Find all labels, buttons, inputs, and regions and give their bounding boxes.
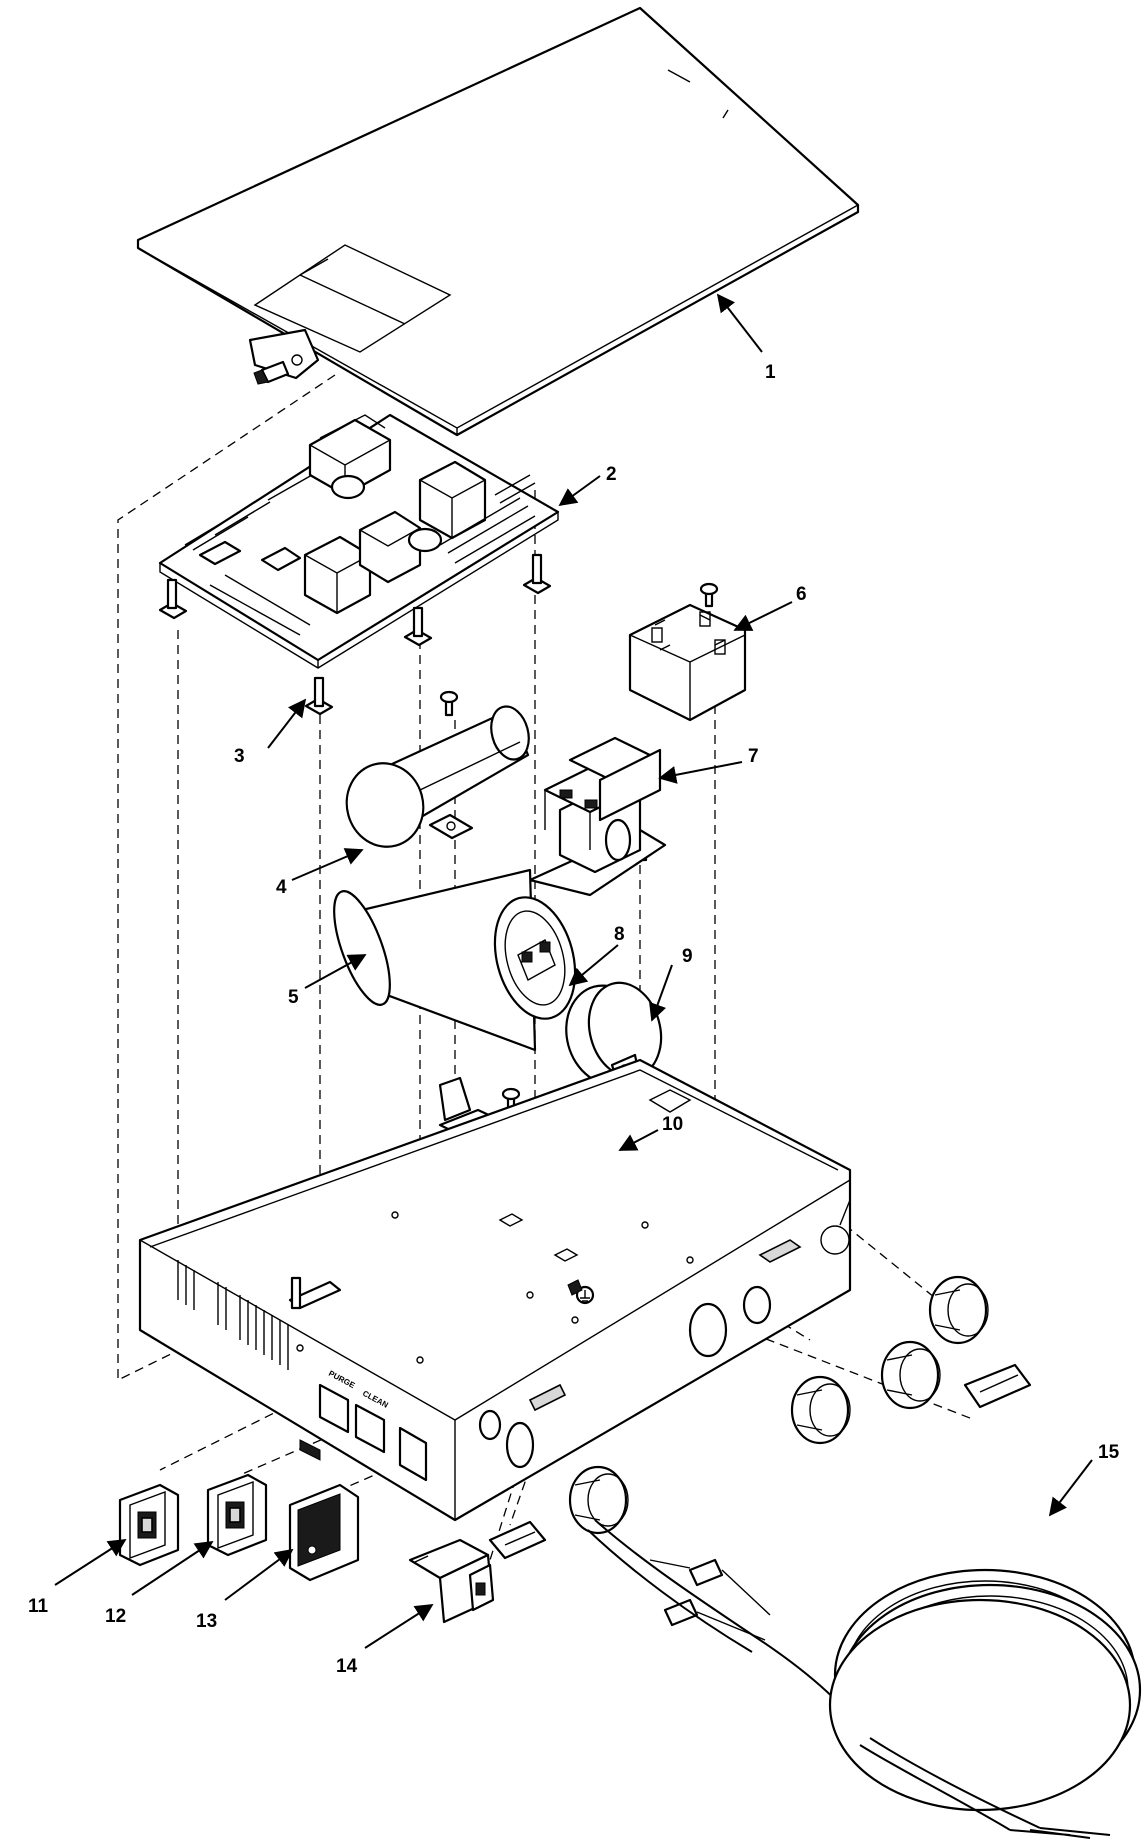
callout-1: 1 bbox=[765, 362, 776, 383]
callout-7: 7 bbox=[748, 746, 759, 767]
callout-12: 12 bbox=[105, 1606, 126, 1627]
circuit-breaker-14 bbox=[408, 1538, 495, 1624]
power-switch-13 bbox=[288, 1483, 360, 1582]
callout-numbers: 1 2 3 4 5 6 7 8 9 10 11 12 13 14 15 bbox=[28, 362, 1120, 1677]
power-cord bbox=[587, 1519, 1142, 1839]
wire-connectors bbox=[488, 1363, 1032, 1641]
callout-5: 5 bbox=[288, 987, 299, 1008]
callout-10: 10 bbox=[662, 1114, 683, 1135]
callout-15: 15 bbox=[1098, 1442, 1120, 1463]
callout-8: 8 bbox=[614, 924, 625, 945]
relay-cube bbox=[628, 603, 747, 722]
rocker-switch-11 bbox=[118, 1483, 180, 1567]
start-capacitor-small bbox=[345, 705, 530, 848]
callout-6: 6 bbox=[796, 584, 807, 605]
callout-3: 3 bbox=[234, 746, 245, 767]
contactor bbox=[528, 736, 667, 897]
callout-11: 11 bbox=[28, 1596, 49, 1617]
callout-leaders bbox=[54, 293, 1093, 1649]
callout-2: 2 bbox=[606, 464, 617, 485]
enclosure-box: PURGE CLEAN bbox=[138, 1058, 852, 1522]
callout-4: 4 bbox=[276, 877, 287, 898]
rocker-switch-12 bbox=[206, 1473, 268, 1557]
callout-9: 9 bbox=[682, 946, 693, 967]
callout-13: 13 bbox=[196, 1611, 217, 1632]
control-circuit-board bbox=[158, 413, 560, 716]
run-capacitor-large bbox=[333, 868, 577, 1052]
callout-14: 14 bbox=[336, 1656, 358, 1677]
strain-relief-bushings bbox=[568, 1275, 989, 1535]
cover-panel bbox=[136, 6, 860, 437]
